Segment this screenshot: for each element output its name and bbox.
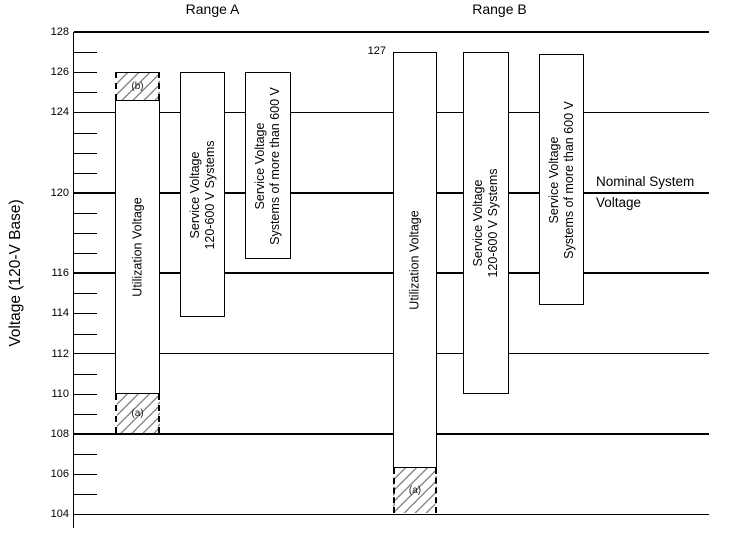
tick-label-128: 128 — [50, 26, 69, 38]
gridline-104 — [74, 513, 709, 516]
minor-tick-109 — [74, 413, 97, 415]
tick-label-108: 108 — [50, 428, 69, 440]
minor-tick-118 — [74, 233, 97, 234]
minor-tick-113 — [74, 333, 97, 335]
gridline-112 — [74, 352, 709, 355]
tick-label-120: 120 — [50, 186, 69, 199]
minor-tick-119 — [74, 212, 97, 214]
nominal-system-voltage-line1: Nominal System — [596, 174, 695, 189]
minor-tick-121 — [74, 172, 97, 174]
tick-label-106: 106 — [50, 468, 69, 481]
minor-tick-106 — [74, 474, 97, 476]
hatch-note-a: (a) — [408, 485, 422, 497]
tick-label-104: 104 — [50, 508, 69, 521]
nominal-system-voltage-line2: Voltage — [596, 195, 642, 210]
range-a-title: Range A — [185, 1, 240, 17]
range-b-title: Range B — [472, 1, 527, 17]
tick-label-114: 114 — [51, 307, 69, 320]
hatched-region-a: (a) — [393, 468, 437, 514]
nominal-system-voltage-label: Nominal System Voltage — [596, 172, 694, 213]
minor-tick-122 — [74, 152, 97, 154]
y-axis-line — [72, 32, 74, 529]
hatch-note-a: (a) — [131, 407, 144, 419]
gridline-128 — [74, 31, 709, 33]
tick-label-110: 110 — [51, 387, 69, 400]
minor-tick-111 — [74, 373, 97, 375]
minor-tick-123 — [74, 132, 97, 134]
gridline-124 — [74, 111, 709, 114]
hatched-region-b: (b) — [115, 72, 160, 101]
minor-tick-115 — [74, 293, 97, 295]
tick-label-126: 126 — [50, 66, 69, 79]
tick-label-112: 112 — [51, 347, 69, 360]
gridline-120 — [74, 192, 709, 194]
minor-tick-110 — [74, 393, 97, 395]
minor-tick-107 — [74, 454, 97, 456]
minor-tick-125 — [74, 92, 97, 94]
minor-tick-126 — [74, 72, 97, 74]
minor-tick-117 — [74, 253, 97, 255]
gridline-108 — [74, 433, 709, 435]
minor-tick-127 — [74, 52, 97, 54]
bar-label: Utilization Voltage — [407, 210, 422, 310]
hatched-region-a: (a) — [115, 393, 160, 433]
tick-label-124: 124 — [50, 106, 69, 119]
range-b-top-value: 127 — [367, 45, 386, 57]
minor-tick-114 — [74, 313, 97, 315]
tick-label-116: 116 — [51, 267, 69, 280]
bar-range-b-utilization-voltage: Utilization Voltage — [393, 52, 437, 469]
bar-label: Utilization Voltage — [130, 197, 144, 297]
hatch-note-b: (b) — [131, 81, 144, 93]
minor-tick-105 — [74, 494, 97, 496]
bar-range-a-utilization-voltage: Utilization Voltage — [115, 100, 160, 394]
gridline-116 — [74, 272, 709, 274]
